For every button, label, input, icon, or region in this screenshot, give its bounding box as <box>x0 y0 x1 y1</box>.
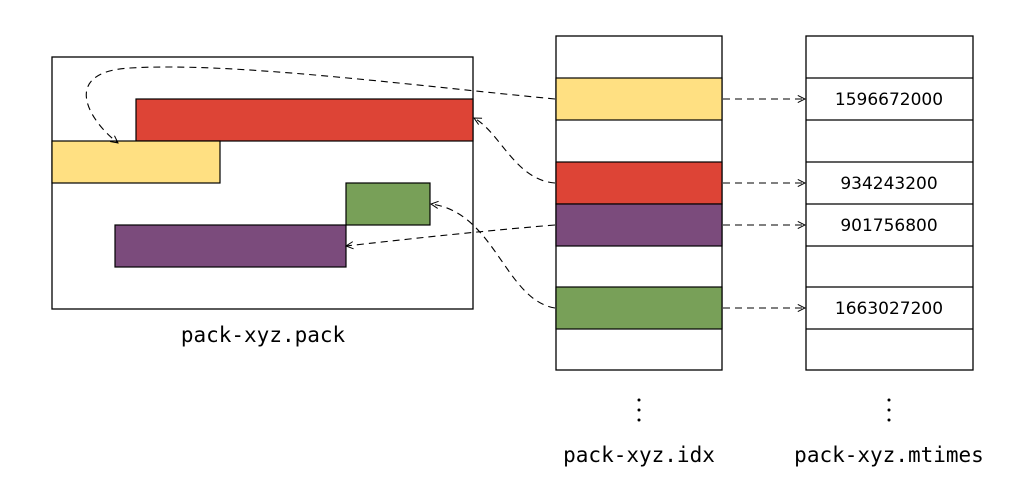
pack-object-red <box>135 98 474 142</box>
mtime-value-2: 934243200 <box>840 174 937 194</box>
mtimes-file: 1596672000 934243200 901756800 166302720… <box>794 35 984 467</box>
idx-to-pack-arrows <box>85 66 556 309</box>
pack-object-green <box>345 182 431 226</box>
idx-continuation-dots <box>637 398 641 422</box>
idx-entry-red <box>555 161 723 205</box>
mtime-value-1: 1596672000 <box>835 90 943 110</box>
mtimes-frame <box>805 35 974 371</box>
idx-file-label: pack-xyz.idx <box>563 443 715 467</box>
idx-file: pack-xyz.idx <box>555 35 723 467</box>
pack-file: pack-xyz.pack <box>51 56 474 347</box>
mtimes-continuation-dots <box>887 398 891 422</box>
mtime-value-4: 1663027200 <box>835 299 943 319</box>
mtime-value-3: 901756800 <box>840 216 937 236</box>
idx-entry-purple <box>555 203 723 247</box>
idx-entry-yellow <box>555 77 723 121</box>
pack-file-label: pack-xyz.pack <box>181 323 346 347</box>
mtimes-file-label: pack-xyz.mtimes <box>794 443 984 467</box>
pack-object-purple <box>114 224 347 268</box>
arrow-green-to-pack <box>431 204 556 309</box>
idx-entry-green <box>555 286 723 330</box>
arrow-purple-to-pack <box>346 224 556 246</box>
arrow-red-to-pack <box>474 118 556 184</box>
pack-object-yellow <box>51 140 221 184</box>
idx-to-mtimes-arrows <box>723 99 805 308</box>
arrow-yellow-to-pack <box>85 66 556 143</box>
